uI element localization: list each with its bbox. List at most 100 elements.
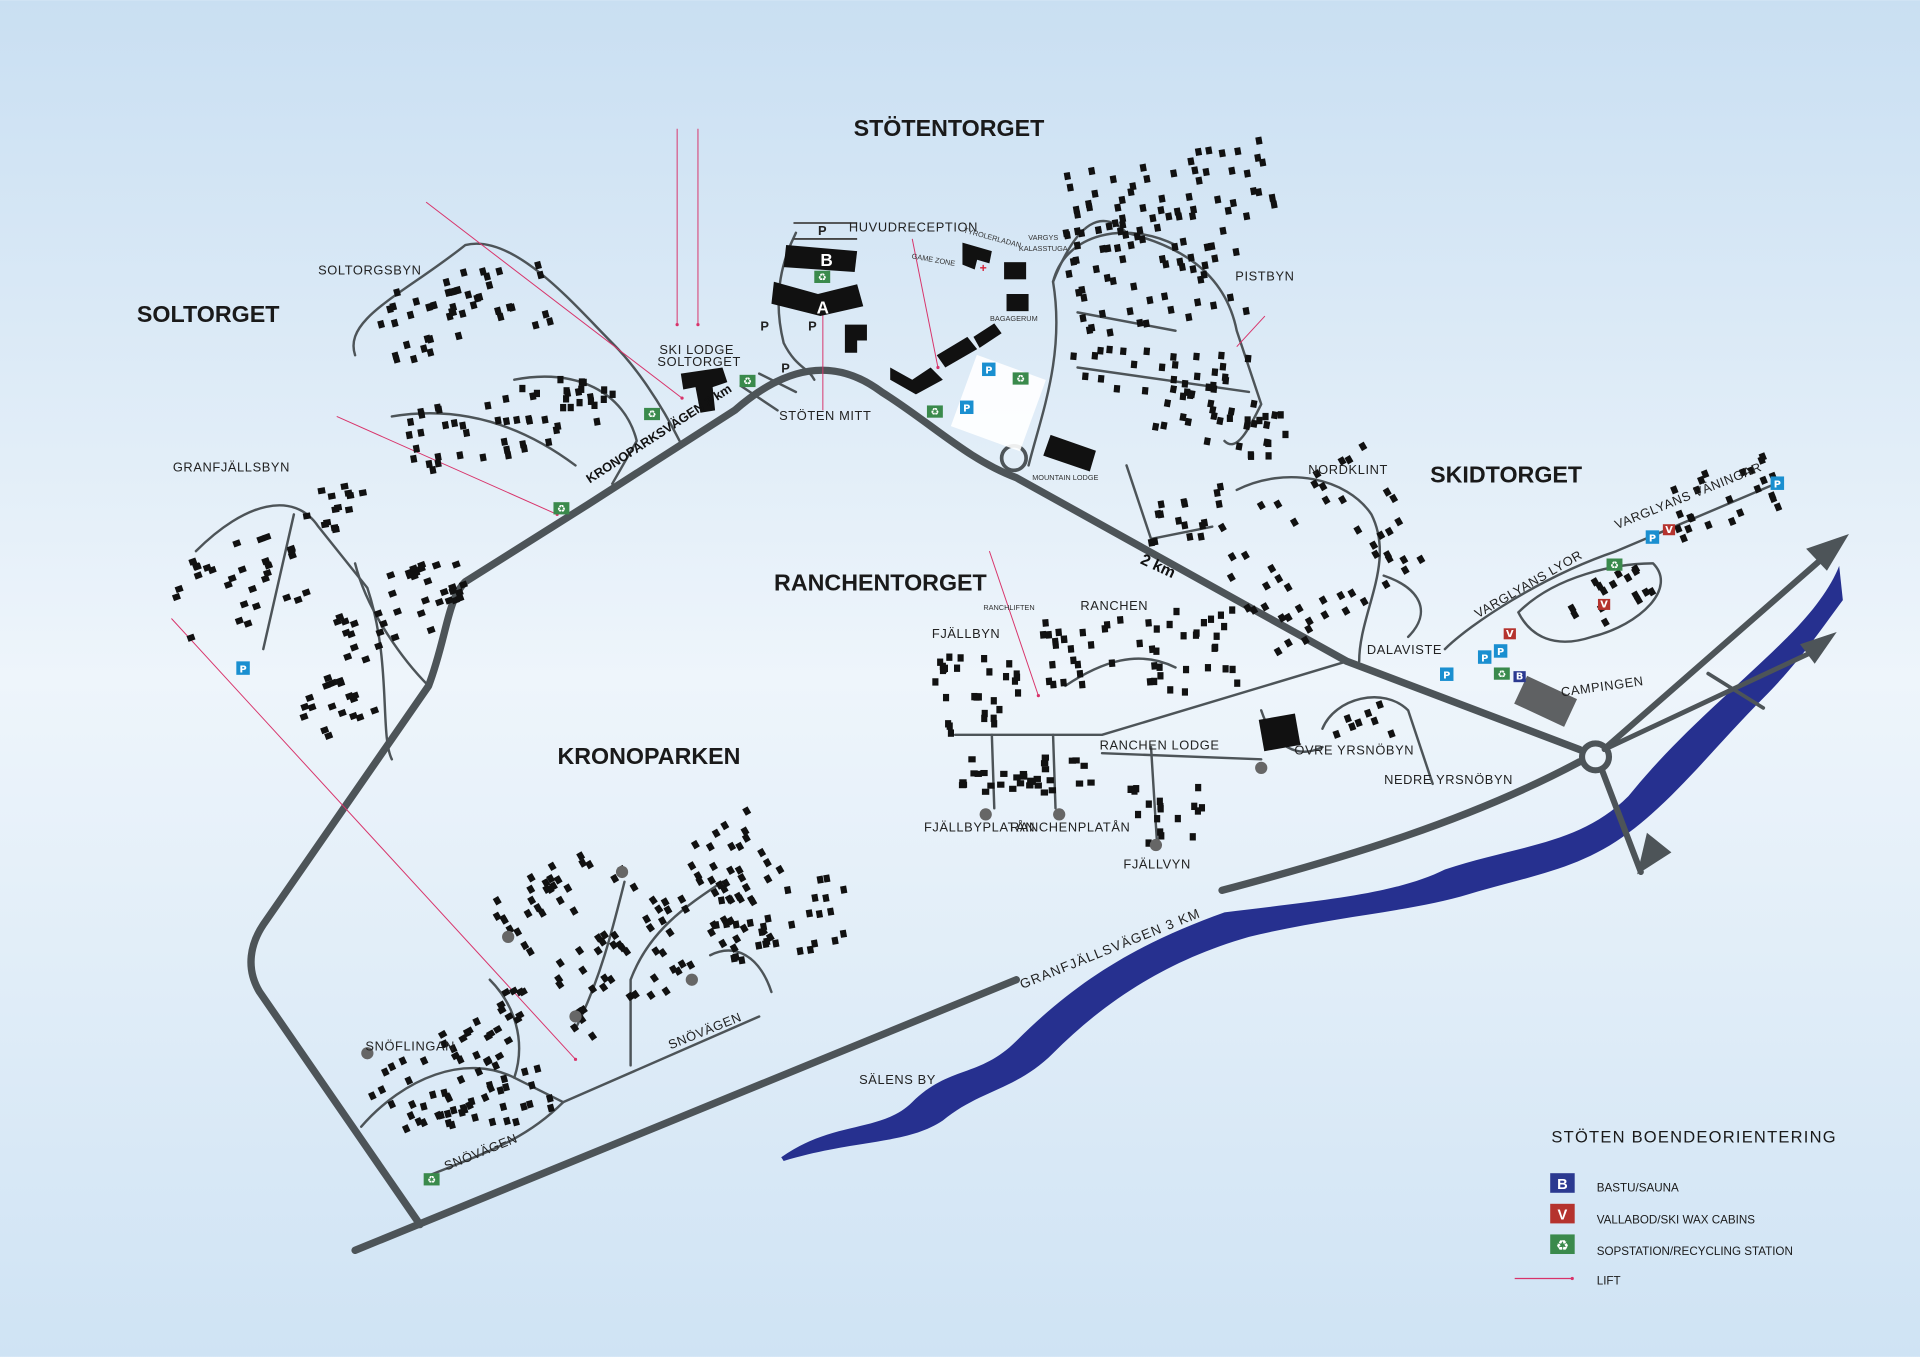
cabin — [1394, 516, 1404, 527]
cabin — [494, 1051, 505, 1061]
cabin — [358, 489, 367, 497]
cabin — [323, 673, 333, 683]
cabin — [1337, 456, 1347, 466]
cabin — [815, 909, 824, 919]
cabin — [705, 842, 715, 852]
cabin — [981, 788, 990, 795]
cabin — [450, 1051, 461, 1061]
cabin — [387, 1062, 397, 1072]
legend-item-bastu: B BASTU/SAUNA — [1550, 1173, 1679, 1195]
cabin — [1274, 573, 1284, 584]
label-stoten-mitt: STÖTEN MITT — [779, 408, 871, 423]
cabin — [840, 885, 848, 894]
cabin — [1634, 595, 1644, 605]
cabin-cluster — [1147, 482, 1225, 547]
label-ranchen: RANCHEN — [1080, 598, 1148, 613]
cabin — [1066, 183, 1074, 192]
svg-text:V: V — [1600, 599, 1608, 610]
cabin — [412, 297, 421, 306]
cabin — [968, 756, 976, 763]
cabin — [1353, 525, 1363, 535]
cabin-cluster — [687, 806, 785, 898]
cabin — [1153, 223, 1162, 232]
building-e — [973, 323, 1002, 348]
label-nordklint: NORDKLINT — [1308, 462, 1388, 477]
cabin — [1416, 554, 1426, 565]
cabin — [1016, 780, 1025, 787]
cabin — [1108, 659, 1116, 668]
cabin — [1040, 789, 1049, 796]
cabin — [1600, 617, 1610, 628]
cabin — [545, 438, 553, 447]
label-ranchenplatan: RANCHENPLATÅN — [1010, 820, 1130, 835]
cabin — [1273, 646, 1283, 657]
cabin — [1697, 475, 1706, 485]
cabin — [390, 633, 400, 642]
cabin — [1773, 502, 1783, 512]
cabin — [414, 1116, 424, 1127]
cabin — [531, 320, 540, 330]
cabin — [710, 887, 720, 898]
cabin — [959, 781, 968, 788]
cabin — [1747, 466, 1756, 476]
cabin — [541, 878, 551, 888]
lift-end — [1036, 694, 1040, 698]
cabin — [1113, 243, 1122, 253]
cabin — [325, 680, 335, 689]
cabin — [474, 1067, 484, 1077]
cabin — [547, 861, 557, 872]
cabin — [741, 882, 751, 893]
recycling-icon: ♻ — [1606, 558, 1623, 571]
label-vargys: VARGYS — [1028, 233, 1058, 242]
lifts — [171, 128, 1040, 1061]
cabin — [1219, 362, 1227, 371]
cabin — [629, 882, 639, 892]
cabin — [1127, 785, 1134, 793]
cabin — [1014, 689, 1022, 697]
parking-icon: P — [982, 362, 996, 377]
cabin — [293, 595, 303, 605]
cabin — [1348, 722, 1357, 732]
cabin — [1235, 442, 1243, 451]
cabin — [1076, 669, 1084, 678]
cabin — [1049, 680, 1057, 689]
cabin — [1158, 194, 1166, 203]
parking-icon: P — [960, 400, 974, 415]
parking-icon: P — [1477, 650, 1492, 664]
cabin — [1142, 319, 1150, 328]
cabin — [947, 729, 954, 737]
cabin-cluster — [419, 1064, 555, 1130]
label-fjallbyplatan: FJÄLLBYPLATÅN — [924, 820, 1035, 835]
cabin — [494, 416, 502, 425]
cabin — [1255, 136, 1263, 145]
cabin — [174, 584, 184, 594]
cabin — [1214, 195, 1222, 204]
cabin — [1185, 192, 1193, 202]
cabin — [526, 873, 536, 883]
cabin — [186, 633, 196, 642]
cabin — [1204, 664, 1212, 672]
cabin — [661, 986, 671, 996]
cabin — [717, 896, 726, 905]
cabin-cluster — [1151, 606, 1241, 696]
cabin — [412, 444, 421, 453]
cabin — [1182, 665, 1190, 674]
cabin — [404, 1075, 414, 1086]
arrow-northeast-icon — [1806, 534, 1849, 571]
cabin — [434, 452, 442, 462]
cabin — [687, 861, 697, 871]
cabin — [587, 984, 598, 994]
cabin — [1261, 581, 1271, 591]
cabin — [974, 770, 982, 777]
label-nedre-yrsnobyn: NEDRE YRSNÖBYN — [1384, 772, 1513, 787]
turning-circle — [615, 865, 629, 879]
cabin — [1187, 253, 1195, 262]
cabin — [344, 506, 354, 514]
cabin — [484, 401, 492, 410]
cabin — [707, 927, 717, 938]
cabin — [1283, 638, 1293, 648]
parking-icon: P — [1493, 644, 1508, 658]
cabin — [513, 927, 523, 937]
cabin — [426, 348, 435, 357]
